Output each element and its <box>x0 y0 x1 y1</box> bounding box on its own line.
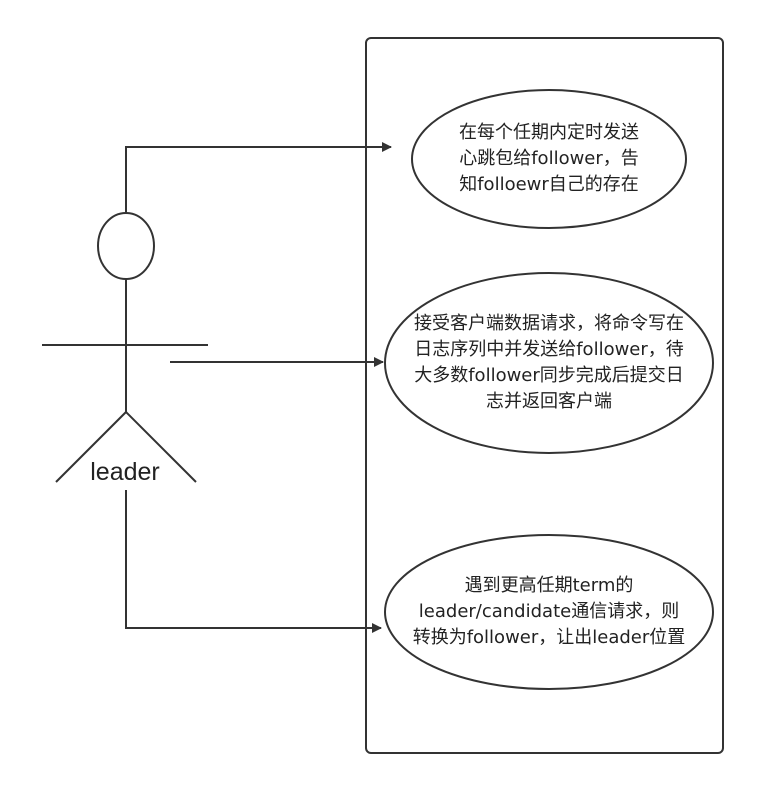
actor-label: leader <box>90 458 160 486</box>
actor-left-leg <box>55 411 127 483</box>
actor-figure <box>42 212 208 483</box>
usecase-client-request <box>384 272 714 454</box>
connector-heartbeat <box>125 142 392 213</box>
usecase-heartbeat <box>411 89 687 229</box>
actor-head <box>97 212 155 280</box>
connector-step-down <box>125 490 382 633</box>
actor-right-leg <box>125 411 197 483</box>
usecase-step-down <box>384 534 714 690</box>
